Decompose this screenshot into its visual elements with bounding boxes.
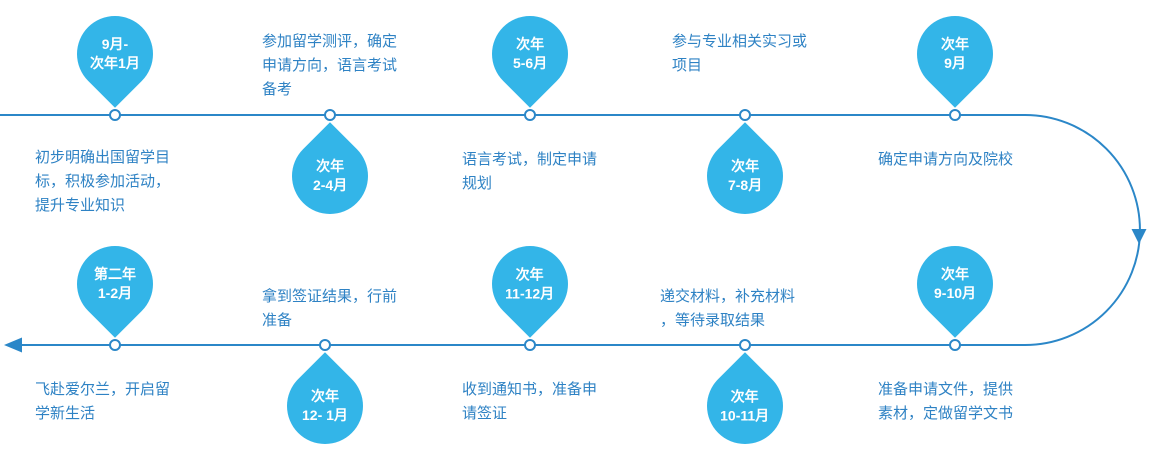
stage5-desc: 确定申请方向及院校 <box>878 151 1014 168</box>
timeline-node <box>109 339 121 351</box>
curve-down-arrow-icon <box>1131 229 1147 244</box>
stage1-desc: 初步明确出国留学目 标，积极参加活动， 提升专业知识 <box>35 149 171 214</box>
stage9-desc: 拿到签证结果，行前 准备 <box>262 288 398 329</box>
timeline-node <box>324 109 336 121</box>
timeline-node <box>949 339 961 351</box>
stage7-date: 次年 10-11月 <box>720 388 770 424</box>
stage5-date: 次年 9月 <box>941 36 969 71</box>
stage8-date: 次年 11-12月 <box>505 266 555 302</box>
timeline-node <box>739 339 751 351</box>
timeline-node <box>949 109 961 121</box>
timeline-node <box>524 109 536 121</box>
stage1-date: 9月- 次年1月 <box>90 36 140 72</box>
stage2-desc: 参加留学测评，确定 申请方向，语言考试 备考 <box>262 33 398 98</box>
stage4-desc: 参与专业相关实习或 项目 <box>672 33 808 74</box>
stage6-date: 次年 9-10月 <box>933 266 977 301</box>
timeline-nodes <box>109 109 961 351</box>
stage10-date: 第二年 1-2月 <box>94 266 136 301</box>
stage3-desc: 语言考试，制定申请 规划 <box>462 151 598 192</box>
stage10-desc: 飞赴爱尔兰，开启留 学新生活 <box>35 381 171 422</box>
stage8-desc: 收到通知书，准备申 请签证 <box>462 381 598 422</box>
stage4-date: 次年 7-8月 <box>727 158 763 194</box>
stage3-date: 次年 5-6月 <box>512 36 548 72</box>
left-arrow-icon <box>4 337 22 353</box>
timeline-node <box>739 109 751 121</box>
timeline-node <box>319 339 331 351</box>
stage6-desc: 准备申请文件，提供 素材，定做留学文书 <box>878 381 1014 422</box>
timeline-node <box>109 109 121 121</box>
stage7-desc: 递交材料，补充材料 ，等待录取结果 <box>660 288 796 329</box>
stage9-date: 次年 12- 1月 <box>302 388 348 424</box>
timeline-node <box>524 339 536 351</box>
stage2-date: 次年 2-4月 <box>312 158 348 194</box>
